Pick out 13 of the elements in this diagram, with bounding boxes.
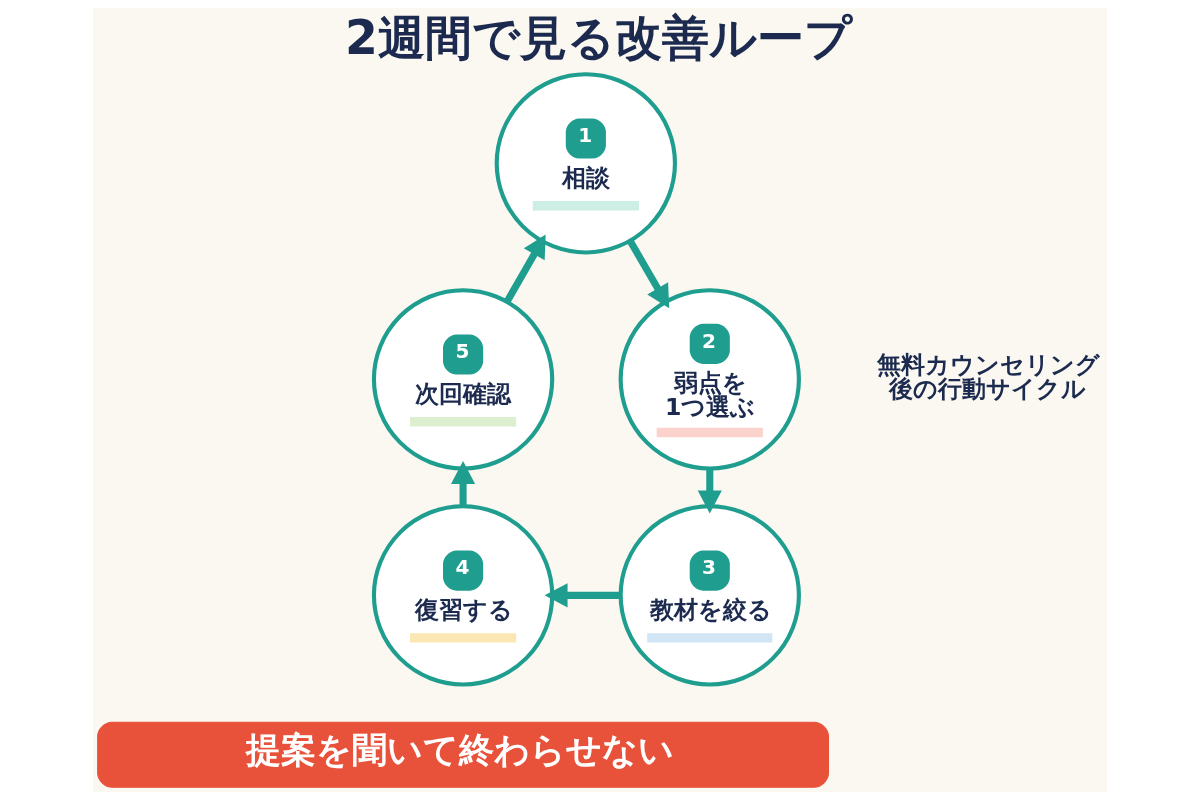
node-circle: 2 弱点を1つ選ぶ	[618, 288, 801, 471]
arrow	[627, 238, 670, 309]
arrow	[544, 583, 621, 608]
diagram-title: 2週間で見る改善ループ	[345, 10, 852, 66]
node-circle: 3 教材を絞る	[618, 504, 801, 687]
node-circle: 4 復習する	[371, 504, 555, 687]
arrow	[451, 461, 476, 506]
arrow	[504, 234, 546, 304]
node-circle: 5 次回確認	[371, 288, 555, 471]
arrow	[697, 468, 722, 514]
node-circle: 1 相談	[494, 72, 678, 255]
label: 無料カウンセリング後の行動サイクル	[876, 351, 1100, 404]
node-box: 提案を聞いて終わらせない	[97, 721, 829, 788]
